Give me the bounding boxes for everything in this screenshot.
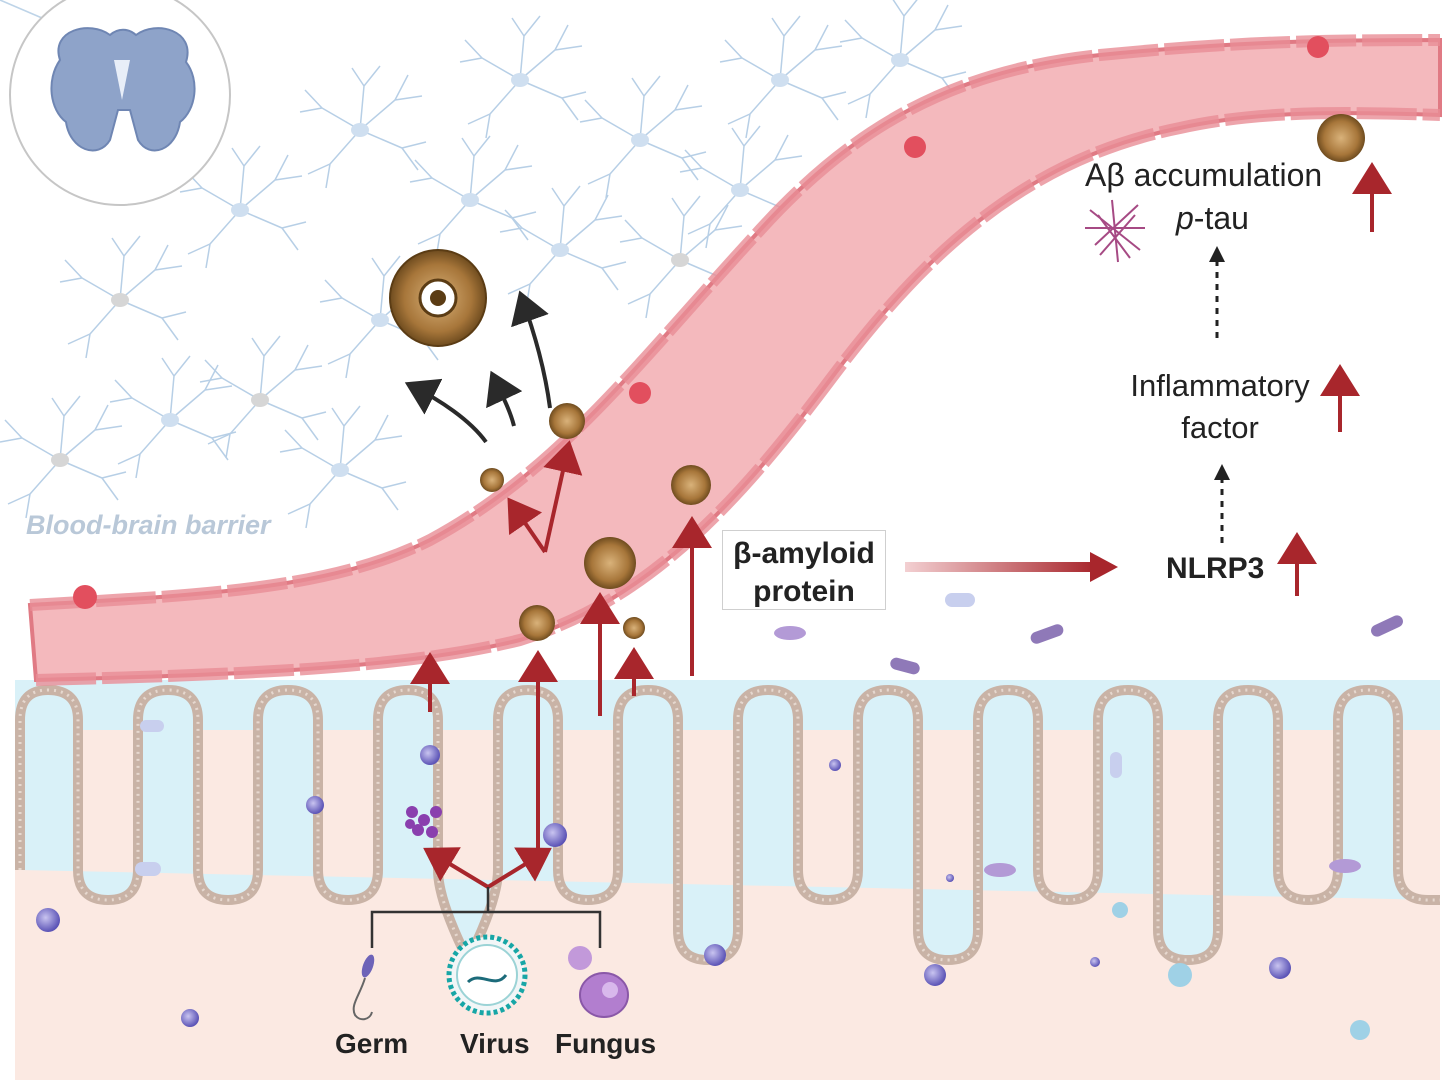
virus-icon [446, 934, 528, 1016]
ptau-prefix: p [1176, 200, 1194, 236]
gut-tissue [15, 680, 1440, 1080]
inflammatory-factor-label: Inflammatory factor [1120, 365, 1320, 449]
germ-label: Germ [335, 1028, 409, 1059]
tau-tangle-icon [1085, 199, 1145, 263]
inflammatory-line2: factor [1181, 410, 1259, 445]
bacteria [135, 593, 1403, 877]
fungus-icon [568, 946, 629, 1018]
fungus-label: Fungus [555, 1028, 657, 1059]
inflammatory-line1: Inflammatory [1130, 368, 1310, 403]
black-arrows [404, 290, 552, 444]
dashed-arrows [1215, 262, 1224, 543]
amyloid-aggregates [389, 114, 1365, 641]
amyloid-line1: β-amyloid [733, 537, 875, 570]
amyloid-line2: protein [753, 575, 855, 608]
immune-cells [36, 745, 1370, 1040]
virus-label: Virus [460, 1028, 530, 1059]
beta-amyloid-protein-box: β-amyloid protein [722, 530, 886, 610]
main-arrow [905, 552, 1118, 582]
blood-brain-barrier-label: Blood-brain barrier [26, 510, 271, 540]
brain-icon [9, 0, 231, 206]
nlrp3-label: NLRP3 [1166, 552, 1265, 585]
germ-icon [352, 954, 375, 1021]
dashed-arrow-heads [1209, 246, 1230, 480]
ptau-suffix: -tau [1193, 200, 1249, 236]
neuron-bodies [51, 53, 909, 477]
pathogen-bracket [370, 887, 602, 948]
abeta-accumulation-label: Aβ accumulation [1085, 157, 1323, 193]
ptau-label: p-tau [1176, 200, 1249, 237]
red-arrows [410, 162, 1392, 889]
